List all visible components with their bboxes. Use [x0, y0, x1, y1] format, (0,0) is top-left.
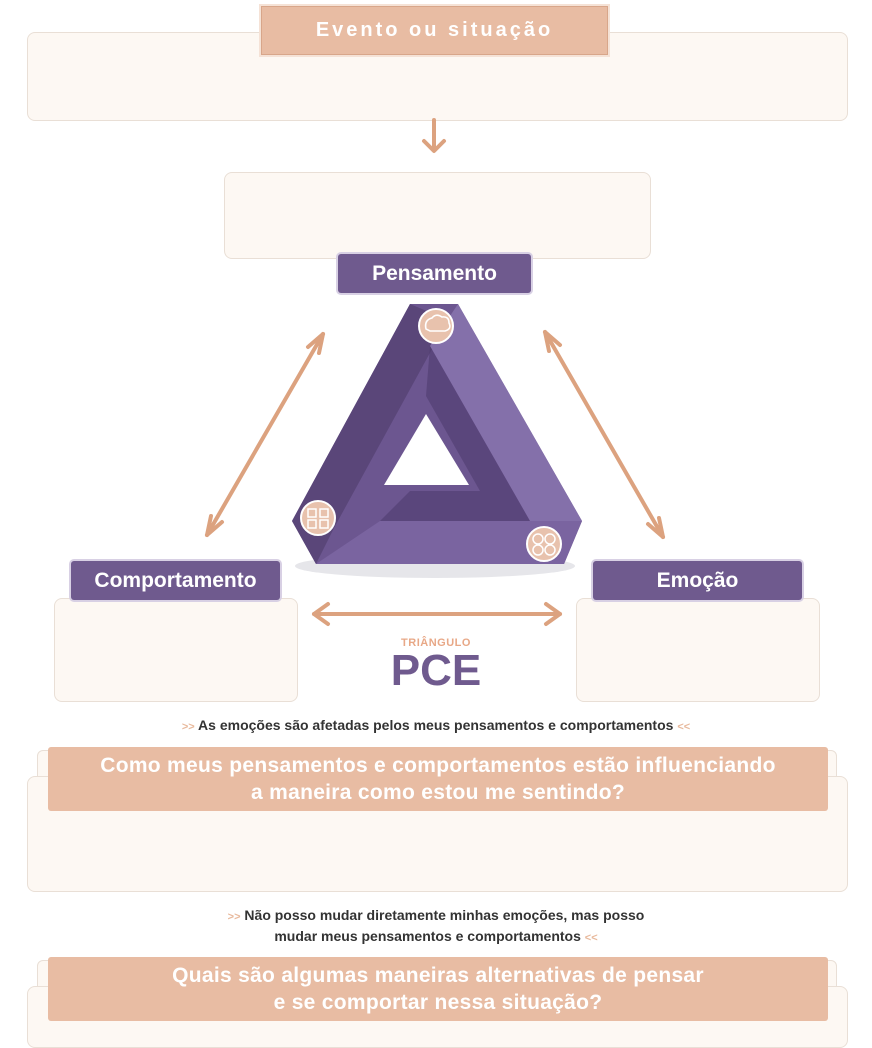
thought-input-box[interactable] [224, 172, 651, 259]
behavior-label-text: Comportamento [94, 568, 257, 592]
thought-label: Pensamento [338, 254, 531, 293]
note2-line2: mudar meus pensamentos e comportamentos [274, 928, 581, 944]
note1-text: As emoções são afetadas pelos meus pensa… [198, 717, 674, 733]
question1-line2: a maneira como estou me sentindo? [251, 781, 625, 804]
double-arrow-right [543, 330, 665, 539]
question2-line1: Quais são algumas maneiras alternativas … [172, 964, 704, 987]
chevron-close-icon: << [677, 721, 691, 733]
double-arrow-bottom [312, 602, 562, 626]
question2-line2: e se comportar nessa situação? [273, 991, 603, 1014]
chevron-close-icon: << [584, 932, 598, 944]
question1-label: Como meus pensamentos e comportamentos e… [48, 747, 828, 811]
faces-icon [526, 526, 562, 562]
behavior-label: Comportamento [71, 561, 280, 600]
question1-line1: Como meus pensamentos e comportamentos e… [100, 754, 776, 777]
down-arrow [422, 118, 446, 153]
note-cannot-change-emotions: >> Não posso mudar diretamente minhas em… [0, 906, 872, 948]
pce-title-big: PCE [390, 646, 482, 695]
note2-line1: Não posso mudar diretamente minhas emoçõ… [244, 907, 645, 923]
pce-triangle [292, 304, 582, 578]
event-label: Evento ou situação [261, 6, 608, 55]
double-arrow-left [205, 332, 325, 537]
question2-label: Quais são algumas maneiras alternativas … [48, 957, 828, 1021]
event-label-text: Evento ou situação [315, 19, 554, 41]
pce-title-small: TRIÂNGULO [401, 637, 471, 649]
chevron-open-icon: >> [181, 721, 195, 733]
brain-icon [418, 308, 454, 344]
emotion-input-box[interactable] [576, 598, 820, 702]
thought-label-text: Pensamento [372, 261, 497, 285]
steps-icon [300, 500, 336, 536]
chevron-open-icon: >> [227, 911, 241, 923]
emotion-label-text: Emoção [656, 568, 739, 592]
behavior-input-box[interactable] [54, 598, 298, 702]
emotion-label: Emoção [593, 561, 802, 600]
note-emotions-affected: >> As emoções são afetadas pelos meus pe… [0, 716, 872, 737]
